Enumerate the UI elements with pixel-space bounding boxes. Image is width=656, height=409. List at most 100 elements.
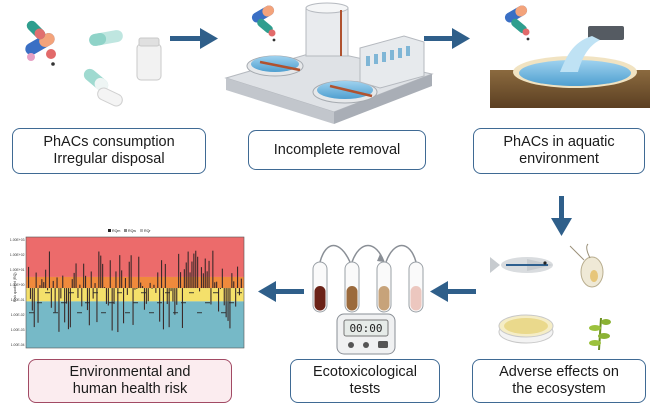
band-high-risk: [26, 237, 244, 277]
chart-bar: [181, 288, 183, 328]
chart-bar: [94, 283, 96, 289]
chart-bar: [128, 261, 130, 289]
chart-bar: [69, 288, 71, 328]
arrow-consumption-to-removal: [170, 28, 218, 49]
chart-bar: [86, 288, 88, 311]
aquatic-plant-icon: [589, 317, 611, 351]
chart-bar: [235, 288, 237, 307]
chart-bar: [237, 266, 239, 289]
chart-x-labels: [29, 292, 242, 314]
chart-y-tick: 1.00E+03: [10, 238, 25, 242]
step-aquatic-box: PhACs in aquatic environment: [473, 128, 645, 174]
chart-bar: [67, 288, 69, 330]
chart-x-label-mark: [69, 292, 74, 294]
chart-bar: [143, 288, 145, 310]
chart-bar: [219, 288, 221, 290]
chart-y-tick: 1.00E+02: [10, 253, 25, 257]
chart-bar: [81, 288, 83, 307]
chart-bar: [62, 275, 64, 289]
chart-x-label-mark: [189, 292, 194, 294]
chart-bar: [92, 288, 94, 299]
chart-bar: [199, 288, 201, 292]
chart-bar: [41, 279, 43, 289]
chart-x-label-mark: [173, 312, 178, 314]
chart-bar: [54, 288, 56, 313]
chart-bar: [134, 288, 136, 290]
chart-bar: [130, 255, 132, 289]
step-tests-label: Ecotoxicological tests: [313, 364, 417, 397]
chart-bar: [153, 284, 155, 289]
chart-bar: [183, 269, 185, 289]
test-tube-1: [312, 261, 328, 313]
chart-bar: [170, 288, 172, 292]
chart-bar: [28, 266, 30, 289]
chart-bar: [50, 288, 52, 308]
chart-bar: [126, 288, 128, 295]
chart-bar: [58, 288, 60, 332]
test-tubes-icon: [312, 244, 424, 313]
chart-y-tick: 1.00E-03: [11, 328, 25, 332]
chart-x-label-mark: [61, 302, 66, 304]
chart-bar: [140, 282, 142, 289]
chart-bar: [102, 263, 104, 289]
step-risk-box: Environmental and human health risk: [28, 359, 232, 403]
chart-bar: [155, 288, 157, 293]
step-removal-box: Incomplete removal: [248, 130, 426, 170]
chart-bar: [225, 288, 227, 318]
chart-bar: [35, 272, 37, 289]
chart-bar: [238, 288, 240, 296]
chart-bar: [73, 272, 75, 289]
chart-bar: [227, 288, 229, 321]
chart-bar: [197, 256, 199, 289]
chart-bar: [210, 288, 212, 305]
chart-x-label-mark: [133, 302, 138, 304]
chart-bar: [71, 279, 73, 289]
band-medium-risk: [26, 276, 244, 289]
chart-bar: [52, 280, 54, 289]
step-adverse-box: Adverse effects on the ecosystem: [472, 359, 646, 403]
chart-x-label-mark: [101, 312, 106, 314]
chart-x-label-mark: [77, 312, 82, 314]
petri-dish-icon: [498, 314, 554, 344]
chart-bar: [45, 269, 47, 289]
chart-bar: [88, 288, 90, 326]
chart-bar: [75, 263, 77, 289]
arrow-adverse-to-tests: [430, 281, 476, 302]
timer-display: 00:00: [349, 322, 382, 335]
chart-bar: [132, 288, 134, 325]
medication-pills-icon: [25, 20, 162, 107]
chart-bar: [172, 288, 174, 302]
chart-x-label-mark: [125, 312, 130, 314]
chart-bar: [56, 277, 58, 289]
chart-bar: [104, 287, 106, 289]
aquatic-discharge-icon: [490, 26, 650, 108]
chart-bar: [142, 286, 144, 289]
chart-legend-label: RQw: [128, 229, 136, 233]
chart-bar: [164, 263, 166, 289]
chart-bars: [28, 250, 242, 333]
wastewater-treatment-plant-icon: [224, 2, 434, 124]
chart-bar: [119, 255, 121, 289]
chart-bar: [124, 278, 126, 289]
chart-bar: [105, 288, 107, 304]
chart-bar: [189, 272, 191, 289]
chart-x-label-mark: [229, 302, 234, 304]
chart-bar: [202, 273, 204, 289]
chart-bar: [64, 288, 66, 323]
chart-bar: [233, 281, 235, 289]
chart-bar: [206, 271, 208, 289]
chart-x-label-mark: [205, 302, 210, 304]
chart-x-label-mark: [181, 302, 186, 304]
chart-legend-swatch: [108, 229, 111, 232]
arrow-removal-to-aquatic: [424, 28, 470, 49]
band-low-risk: [26, 288, 244, 302]
chart-x-label-mark: [141, 292, 146, 294]
chart-bar: [168, 288, 170, 328]
chart-y-tick: 1.00E+01: [10, 268, 25, 272]
chart-bar: [221, 268, 223, 289]
chart-bar: [66, 288, 68, 304]
fish-icon: [490, 257, 553, 273]
chart-risk-bands: [25, 236, 245, 349]
chart-bar: [214, 282, 216, 289]
